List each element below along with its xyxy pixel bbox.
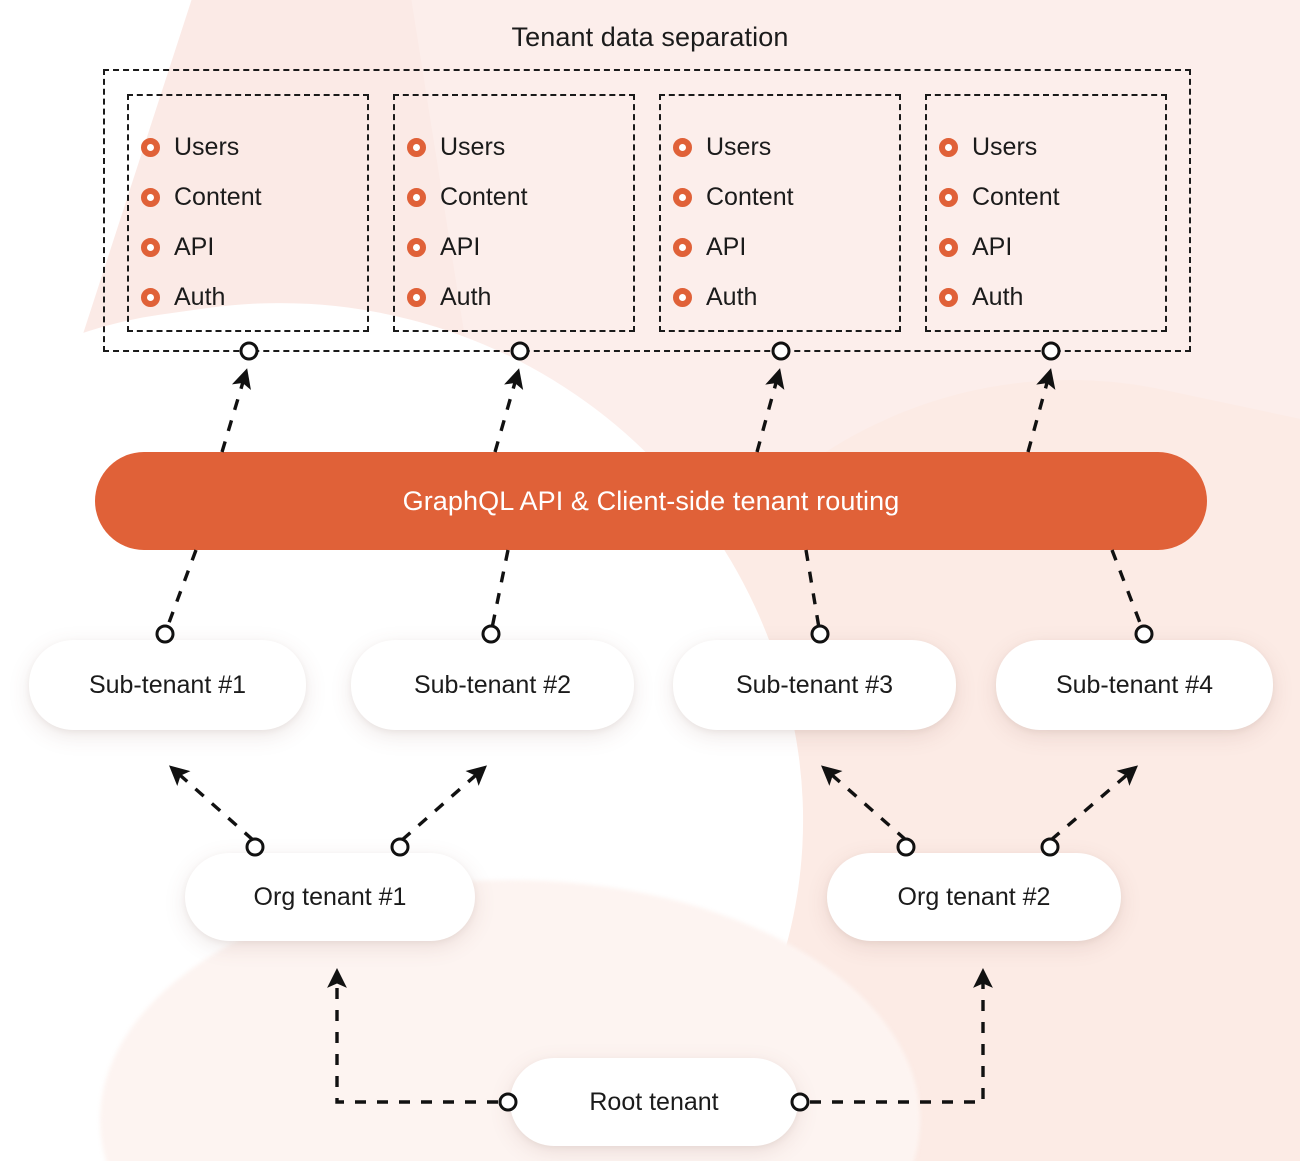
list-item: Auth bbox=[673, 272, 899, 322]
node-sub-tenant-2[interactable]: Sub-tenant #2 bbox=[351, 640, 634, 730]
ring-dot-icon bbox=[673, 237, 692, 257]
ring-dot-icon bbox=[939, 287, 958, 307]
node-sub-tenant-1[interactable]: Sub-tenant #1 bbox=[29, 640, 306, 730]
node-org-tenant-1[interactable]: Org tenant #1 bbox=[185, 853, 475, 941]
node-root-tenant[interactable]: Root tenant bbox=[510, 1058, 798, 1146]
list-item: Auth bbox=[407, 272, 633, 322]
connector-subtenant-to-api bbox=[165, 549, 1144, 629]
connector-org-to-subtenant bbox=[169, 765, 1139, 842]
list-item: Content bbox=[407, 172, 633, 222]
ring-dot-icon bbox=[141, 237, 160, 257]
list-item: Auth bbox=[141, 272, 367, 322]
node-label: Sub-tenant #1 bbox=[88, 670, 247, 699]
ring-dot-icon bbox=[141, 137, 160, 157]
list-item: Content bbox=[673, 172, 899, 222]
tenant-card: Users Content API Auth bbox=[393, 94, 635, 332]
ring-dot-icon bbox=[939, 237, 958, 257]
ring-dot-icon bbox=[407, 187, 426, 207]
ring-dot-icon bbox=[673, 287, 692, 307]
graphql-api-label: GraphQL API & Client-side tenant routing bbox=[402, 485, 900, 516]
list-item: Auth bbox=[939, 272, 1165, 322]
tenant-card-list: Users Content API Auth Users Conte bbox=[127, 94, 1167, 332]
tenant-card: Users Content API Auth bbox=[659, 94, 901, 332]
ring-dot-icon bbox=[141, 187, 160, 207]
graphql-api-layer[interactable]: GraphQL API & Client-side tenant routing bbox=[95, 452, 1207, 550]
ring-dot-icon bbox=[939, 187, 958, 207]
node-label: Sub-tenant #3 bbox=[735, 670, 894, 699]
connector-api-to-cards bbox=[220, 368, 1056, 453]
ring-dot-icon bbox=[407, 287, 426, 307]
list-item: Users bbox=[939, 122, 1165, 172]
ring-dot-icon bbox=[673, 187, 692, 207]
node-sub-tenant-3[interactable]: Sub-tenant #3 bbox=[673, 640, 956, 730]
node-label: Org tenant #1 bbox=[253, 882, 407, 911]
list-item: Users bbox=[673, 122, 899, 172]
node-label: Root tenant bbox=[589, 1087, 719, 1116]
ring-dot-icon bbox=[407, 237, 426, 257]
tenant-card: Users Content API Auth bbox=[127, 94, 369, 332]
node-org-tenant-2[interactable]: Org tenant #2 bbox=[827, 853, 1121, 941]
node-label: Org tenant #2 bbox=[897, 882, 1051, 911]
list-item: API bbox=[141, 222, 367, 272]
page-title: Tenant data separation bbox=[511, 22, 789, 52]
list-item: Users bbox=[407, 122, 633, 172]
list-item: Content bbox=[939, 172, 1165, 222]
tenant-card: Users Content API Auth bbox=[925, 94, 1167, 332]
list-item: API bbox=[407, 222, 633, 272]
node-sub-tenant-4[interactable]: Sub-tenant #4 bbox=[996, 640, 1273, 730]
list-item: Users bbox=[141, 122, 367, 172]
ring-dot-icon bbox=[141, 287, 160, 307]
list-item: Content bbox=[141, 172, 367, 222]
tenant-separation-boundary bbox=[103, 69, 1191, 352]
node-label: Sub-tenant #2 bbox=[413, 670, 572, 699]
list-item: API bbox=[939, 222, 1165, 272]
ring-dot-icon bbox=[407, 137, 426, 157]
ring-dot-icon bbox=[939, 137, 958, 157]
node-label: Sub-tenant #4 bbox=[1055, 670, 1214, 699]
ring-dot-icon bbox=[673, 137, 692, 157]
list-item: API bbox=[673, 222, 899, 272]
